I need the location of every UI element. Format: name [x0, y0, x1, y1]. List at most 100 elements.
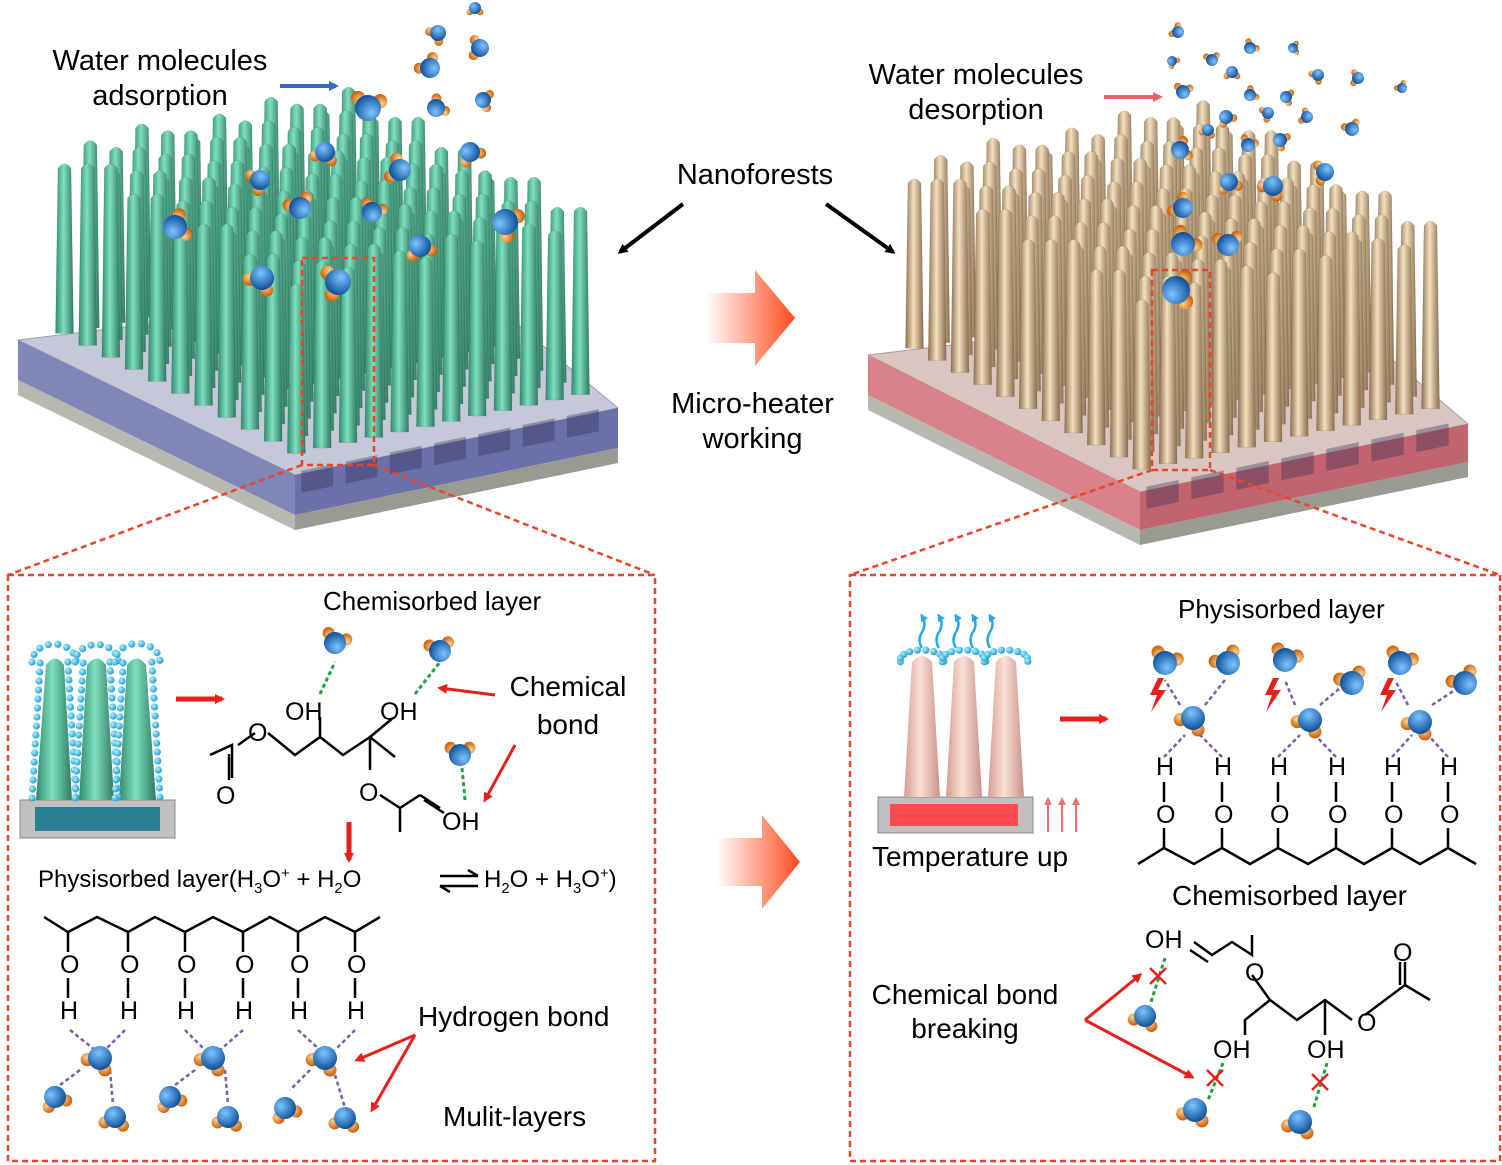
eq-part-6: O — [581, 866, 600, 893]
ester-o-label: O — [248, 719, 268, 747]
chemisorbed-layer-title: Chemisorbed layer — [323, 586, 542, 616]
water-molecule — [98, 1106, 130, 1132]
nanopillar — [1316, 254, 1335, 432]
left-hbond-2 — [413, 661, 442, 695]
water-molecule — [320, 265, 351, 302]
chain-h-label: H — [1156, 753, 1175, 781]
left-panel-water-molecules — [42, 627, 476, 1133]
nanopillar — [1184, 282, 1204, 459]
left-green-pillars — [55, 86, 590, 454]
electrode-pad — [1416, 423, 1449, 453]
nanopillar — [1158, 275, 1178, 465]
right-zoom-highlight — [1150, 268, 1212, 472]
left-hbond-3 — [460, 767, 467, 801]
water-molecule — [211, 1106, 243, 1132]
oh-label-1: OH — [285, 698, 323, 726]
nanopillar — [147, 193, 167, 382]
water-molecule — [1171, 224, 1203, 256]
nanopillar — [194, 223, 213, 406]
nanoforests-label: Nanoforests — [676, 159, 834, 191]
micro-heater-label: Micro-heater working — [640, 387, 865, 457]
electrode-pad — [389, 445, 422, 475]
chain-o-label: O — [60, 951, 80, 979]
water-molecule — [1203, 52, 1220, 66]
water-molecule — [1218, 173, 1243, 195]
breaking-arrow-1 — [1084, 973, 1143, 1022]
nanopillar — [519, 223, 539, 406]
breaking-arrow-2 — [1084, 1018, 1195, 1079]
chain-h-label: H — [235, 997, 254, 1025]
water-molecule — [1256, 176, 1283, 202]
nanopillar — [1368, 237, 1388, 421]
nanopillar — [571, 206, 590, 395]
nanopillar — [1109, 269, 1129, 458]
water-molecule — [444, 741, 476, 766]
left-zoom-line-a — [7, 463, 303, 577]
nanopillar — [312, 260, 332, 449]
right-oh-label-1: OH — [1145, 926, 1183, 954]
water-molecule — [1167, 56, 1181, 70]
chemical-bond-line-1: Chemical — [509, 671, 627, 702]
ether-o-label: O — [359, 779, 379, 807]
nanoforests-arrow-left — [617, 202, 685, 254]
nanopillar — [217, 223, 237, 418]
bond-breaking-line-1: Chemical bond — [871, 979, 1059, 1010]
process-arrow-bottom — [716, 815, 800, 909]
chain-o-label: O — [1384, 801, 1404, 829]
electrode-pad — [345, 454, 378, 484]
nanopillar — [1394, 244, 1414, 415]
water-molecule — [1244, 38, 1260, 54]
water-molecule — [468, 35, 489, 61]
process-arrow-top — [706, 270, 795, 366]
water-molecule — [1173, 82, 1194, 99]
nanopillar — [493, 216, 513, 411]
nanopillar — [973, 208, 992, 385]
water-molecule — [242, 266, 274, 297]
nanopillar — [1018, 238, 1038, 410]
water-molecule — [475, 90, 494, 113]
chain-h-label: H — [177, 997, 196, 1025]
water-molecule — [1244, 85, 1260, 101]
right-hydrogen-bonds — [1163, 679, 1456, 758]
electrode-pad — [478, 427, 511, 457]
left-hbond-1 — [318, 661, 337, 695]
nanopillar — [55, 163, 74, 334]
water-molecule — [322, 627, 353, 654]
water-molecule — [384, 152, 411, 183]
water-molecule — [157, 1086, 188, 1113]
physisorbed-equation-right: H2O + H3O+) — [484, 866, 617, 899]
eq-part-4: H — [484, 866, 502, 893]
chemical-bond-label: Chemical bond — [488, 668, 648, 744]
electrode-pad — [434, 436, 466, 466]
desorption-label: Water molecules desorption — [846, 58, 1106, 128]
nanopillar — [1263, 271, 1283, 443]
water-molecule — [351, 90, 388, 121]
chemisorbed-water-dots — [28, 640, 164, 802]
electrode-pad — [1191, 470, 1224, 500]
water-molecule — [425, 25, 446, 46]
adsorption-label: Water molecules adsorption — [30, 44, 290, 114]
water-molecule — [492, 209, 525, 243]
eq-sub-3: 2 — [501, 880, 510, 897]
water-molecule — [305, 1046, 337, 1077]
water-molecule — [1445, 664, 1477, 695]
water-molecule — [1162, 270, 1194, 310]
nanopillar — [263, 253, 283, 442]
nanopillar — [1064, 239, 1083, 434]
water-molecule — [1258, 106, 1274, 123]
water-molecule — [42, 1086, 73, 1113]
right-zoom-line-b — [1209, 468, 1501, 577]
water-molecule — [427, 93, 451, 117]
water-molecule — [80, 1046, 112, 1077]
chain-h-label: H — [60, 997, 79, 1025]
eq-sup-1: + — [281, 866, 290, 882]
water-molecule — [1333, 665, 1366, 695]
chain-o-label: O — [177, 951, 197, 979]
nanopillar — [1087, 269, 1106, 446]
chemical-bond-arrow-2 — [483, 744, 517, 803]
water-molecule — [1350, 69, 1364, 87]
water-molecule — [1208, 644, 1240, 675]
chain-o-label: O — [347, 951, 367, 979]
eq-sub-1: 3 — [254, 880, 263, 897]
heater-line-1: Micro-heater — [671, 388, 834, 420]
